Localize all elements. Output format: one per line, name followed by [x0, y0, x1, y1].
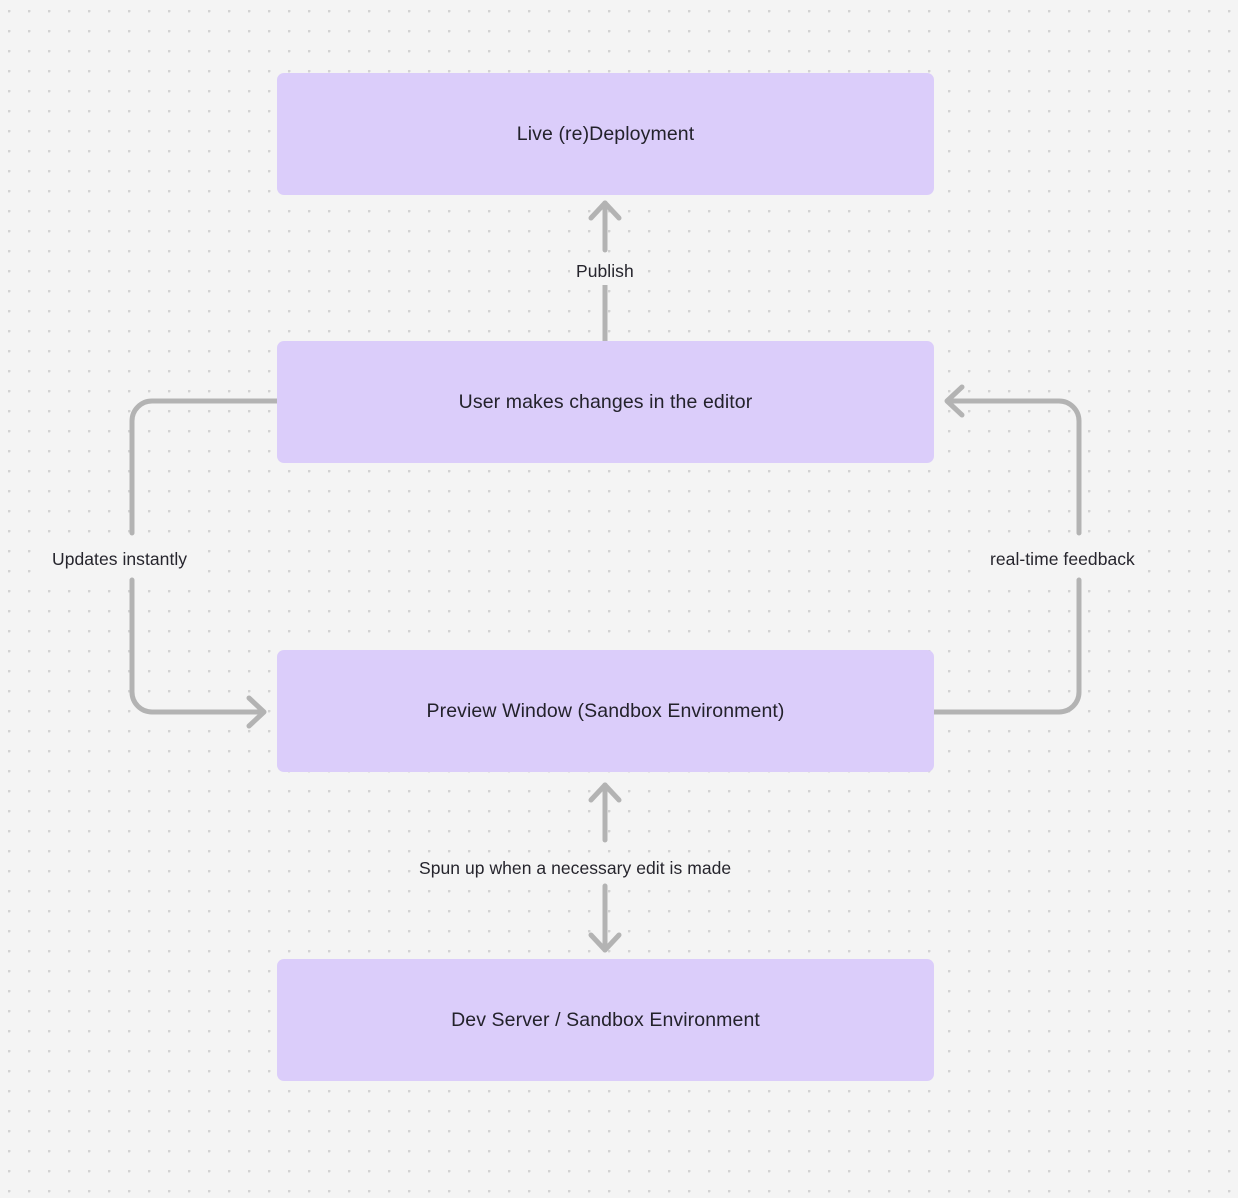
node-preview-window-sandbox-environment[interactable]: Preview Window (Sandbox Environment) [277, 650, 934, 772]
edge-label-spun-up-when-a-necessary-edit-is-made: Spun up when a necessary edit is made [413, 856, 738, 882]
edge-label-publish: Publish [570, 259, 640, 285]
node-label: Preview Window (Sandbox Environment) [426, 699, 785, 722]
node-live-redeployment[interactable]: Live (re)Deployment [277, 73, 934, 195]
node-dev-server-sandbox-environment[interactable]: Dev Server / Sandbox Environment [277, 959, 934, 1081]
node-label: User makes changes in the editor [458, 390, 753, 413]
edge-label-updates-instantly: Updates instantly [46, 547, 194, 573]
node-label: Live (re)Deployment [516, 122, 695, 145]
edge-label-real-time-feedback: real-time feedback [984, 547, 1141, 573]
node-user-makes-changes-in-the-editor[interactable]: User makes changes in the editor [277, 341, 934, 463]
node-label: Dev Server / Sandbox Environment [451, 1008, 760, 1031]
